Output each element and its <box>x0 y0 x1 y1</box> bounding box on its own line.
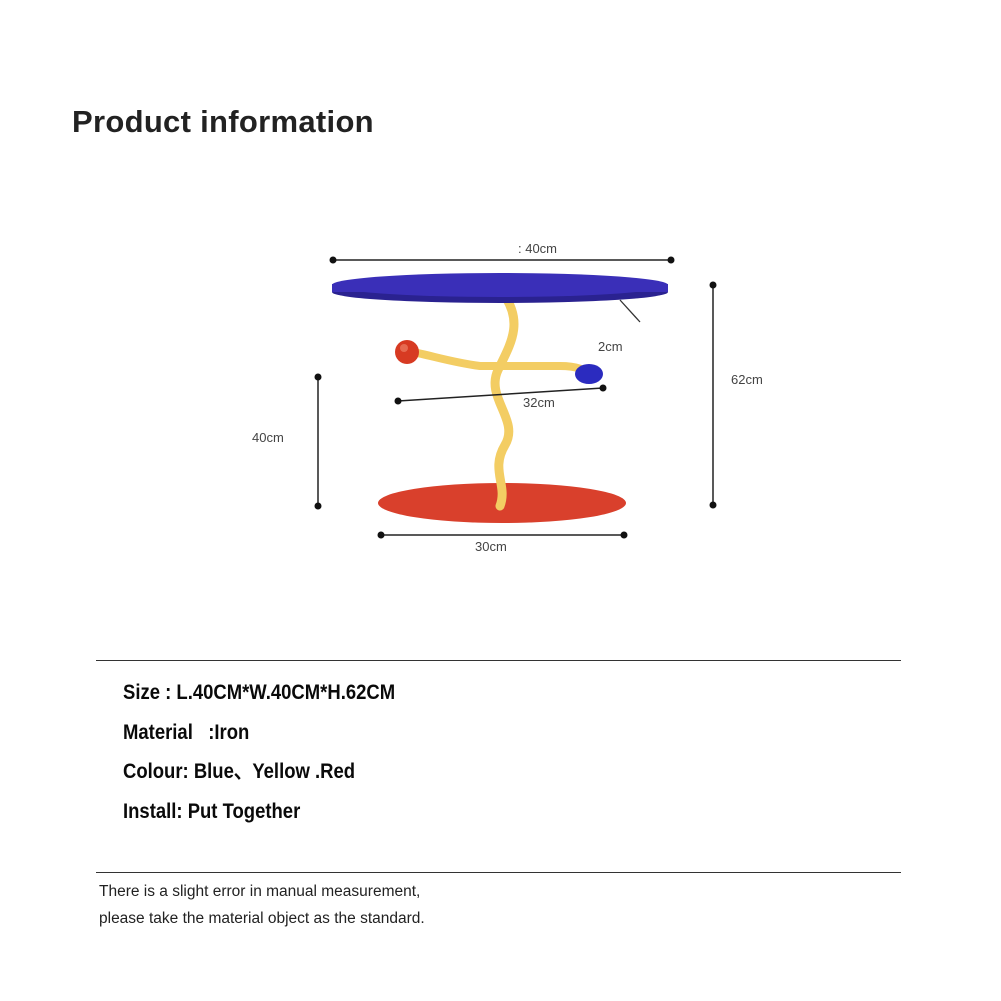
rod-diameter-label: 2cm <box>598 339 623 354</box>
specs-list: Size : L.40CM*W.40CM*H.62CM Material :Ir… <box>123 673 432 831</box>
arm-span-label: 32cm <box>523 395 555 410</box>
arm-height-label: 40cm <box>252 430 284 445</box>
note-line-2: please take the material object as the s… <box>99 910 425 927</box>
red-ball <box>395 340 419 364</box>
top-width-dimension: : 40cm <box>329 241 675 264</box>
table-stem <box>490 287 519 511</box>
measurement-note: There is a slight error in manual measur… <box>99 878 425 932</box>
top-width-label: : 40cm <box>518 241 557 256</box>
spec-size: Size : L.40CM*W.40CM*H.62CM <box>123 681 396 704</box>
note-line-1: There is a slight error in manual measur… <box>99 883 421 900</box>
top-divider <box>96 660 901 661</box>
spec-install: Install: Put Together <box>123 799 301 823</box>
page-title: Product information <box>72 104 374 139</box>
arm-height-dimension: 40cm <box>252 373 322 510</box>
base-diameter-dimension: 30cm <box>377 531 628 554</box>
bottom-divider <box>96 872 901 873</box>
spec-material: Material :Iron <box>123 720 250 744</box>
base-diameter-label: 30cm <box>475 539 507 554</box>
blue-ball <box>575 364 603 384</box>
total-height-label: 62cm <box>731 372 763 387</box>
spec-colour: Colour: Blue、Yellow .Red <box>123 760 356 783</box>
arm-span-dimension: 32cm <box>394 384 607 410</box>
total-height-dimension: 62cm <box>709 281 763 509</box>
tabletop <box>332 273 668 303</box>
product-dimension-diagram: : 40cm 2cm 32cm 62cm 40cm <box>252 241 763 554</box>
rod-diameter-dimension: 2cm <box>598 299 641 354</box>
